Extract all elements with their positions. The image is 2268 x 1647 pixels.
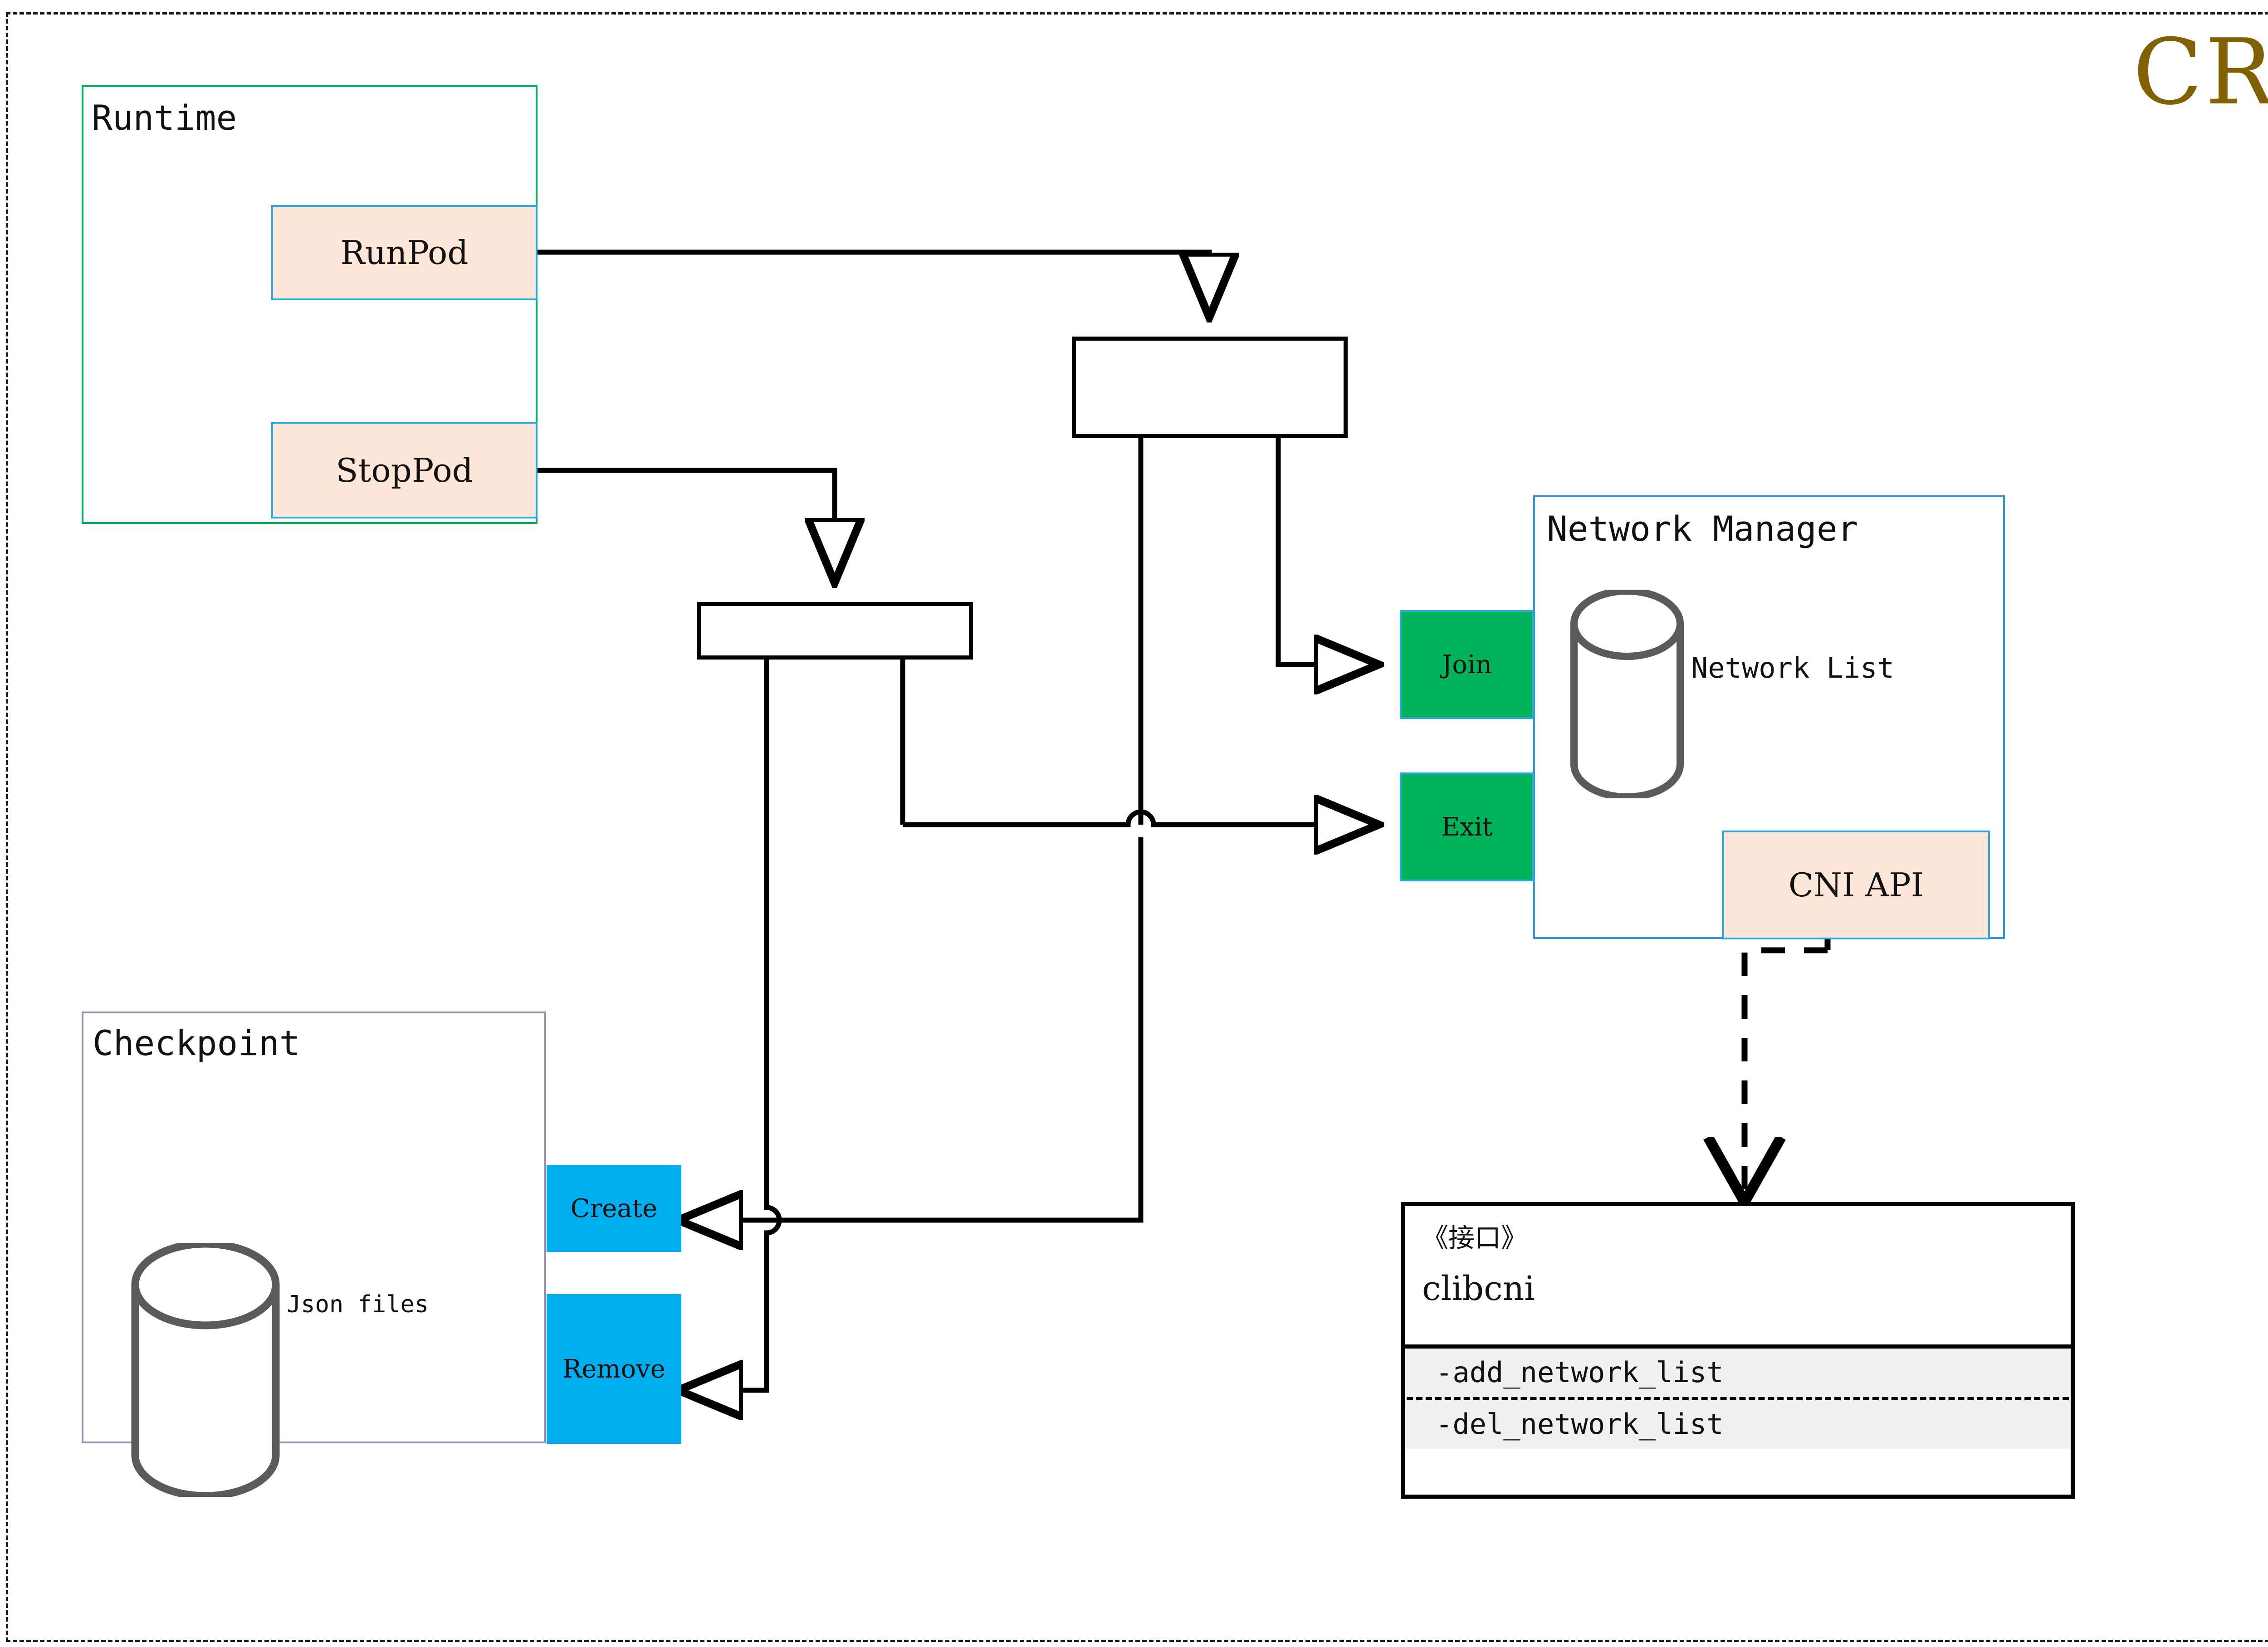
- stoppod-operation[interactable]: StopPod: [271, 422, 538, 518]
- json-files-cylinder-icon: [131, 1243, 280, 1497]
- network-list-label: Network List: [1691, 651, 1894, 684]
- join-label: Join: [1442, 650, 1492, 679]
- edge-stoppod-to-fork: [538, 468, 835, 583]
- stoppod-fork-node: [697, 602, 973, 660]
- exit-label: Exit: [1441, 812, 1493, 842]
- checkpoint-group-label: Checkpoint: [93, 1023, 300, 1063]
- network-manager-port-exit[interactable]: Exit: [1400, 772, 1534, 881]
- network-manager-label: Network Manager: [1547, 508, 1858, 549]
- edge-fork-right-a-to-create-run: [678, 837, 1144, 1223]
- clibcni-operation-del[interactable]: -del_network_list: [1436, 1408, 1724, 1441]
- checkpoint-port-remove[interactable]: Remove: [547, 1294, 681, 1444]
- create-label: Create: [570, 1193, 658, 1223]
- edge-fork-left-a-to-remove: [678, 659, 782, 1390]
- page-title: CRI: [2133, 20, 2268, 125]
- cni-api-box[interactable]: CNI API: [1722, 831, 1990, 939]
- edge-cniapi-to-clibcni: [1745, 947, 1828, 1202]
- runpod-fork-node: [1072, 337, 1348, 438]
- clibcni-operation-separator: [1407, 1397, 2069, 1401]
- clibcni-compartment-divider: [1405, 1344, 2071, 1349]
- edge-to-exit: [903, 812, 1379, 825]
- edge-to-join: [1276, 438, 1379, 665]
- clibcni-operations: -add_network_list -del_network_list: [1405, 1349, 2071, 1449]
- cni-api-label: CNI API: [1788, 866, 1924, 904]
- remove-label: Remove: [562, 1354, 665, 1384]
- stoppod-label: StopPod: [336, 451, 473, 489]
- network-manager-port-join[interactable]: Join: [1400, 610, 1534, 719]
- clibcni-interface-class[interactable]: 《接口》 clibcni -add_network_list -del_netw…: [1401, 1202, 2075, 1499]
- runpod-operation[interactable]: RunPod: [271, 205, 538, 300]
- edge-runpod-to-fork: [538, 249, 1209, 318]
- checkpoint-port-create[interactable]: Create: [547, 1165, 681, 1252]
- diagram-frame: [6, 12, 2268, 1642]
- network-list-cylinder-icon: [1570, 590, 1684, 798]
- clibcni-operation-add[interactable]: -add_network_list: [1436, 1356, 1724, 1389]
- clibcni-name: clibcni: [1422, 1269, 1535, 1308]
- runtime-group-label: Runtime: [92, 98, 237, 138]
- clibcni-stereotype: 《接口》: [1422, 1222, 1528, 1253]
- json-files-label: Json files: [287, 1291, 429, 1318]
- clibcni-header: 《接口》 clibcni: [1405, 1206, 2071, 1344]
- runpod-label: RunPod: [340, 234, 469, 272]
